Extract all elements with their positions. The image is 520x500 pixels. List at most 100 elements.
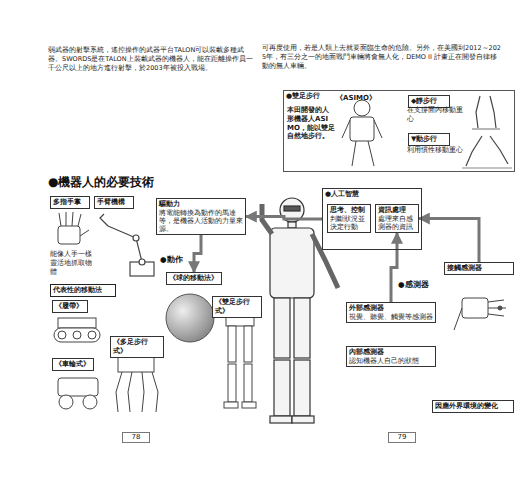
process-box: 思考、控制判斷狀況並決定行動 [327, 204, 371, 233]
node-heading: 內部感測器 [349, 348, 433, 357]
hand-drawing [58, 212, 89, 244]
finger [488, 300, 504, 302]
note-box: 因應外界環境的變化 [432, 400, 514, 413]
node-heading: 驅動力 [159, 200, 243, 209]
foot [242, 402, 256, 408]
robot-leg [294, 298, 310, 358]
robot-leg [294, 360, 310, 416]
robot-arm [374, 120, 382, 138]
crawler-drawing [54, 318, 100, 342]
node-heading: 《車輪式》 [55, 360, 91, 369]
node-heading: 本田開發的人形機器人ASIMO，能以雙足自然地步行。 [287, 106, 335, 141]
node-heading: 資訊處理 [378, 206, 416, 215]
flow-arrow [246, 217, 322, 219]
wrist [454, 308, 462, 330]
shin [244, 364, 252, 402]
method-box: 《多足步行式》 [110, 336, 164, 358]
walking-panel: ●雙足步行《ASIMO》本田開發的人形機器人ASIMO，能以雙足自然地步行。 ◆靜… [283, 90, 515, 172]
node-heading: ●雙足步行 [286, 92, 512, 101]
leg-line [152, 372, 158, 412]
leg-body [118, 356, 154, 372]
finger [72, 212, 73, 226]
method-box: 《雙足步行式》 [212, 296, 262, 318]
process-box: 驅動力將電能轉換為動作的馬達等，是機器人活動的力量來源。 [156, 198, 246, 235]
panel-heading: 《ASIMO》 [336, 94, 382, 103]
method-box: 《履帶》 [52, 300, 88, 313]
node-heading: 《球的移動法》 [169, 274, 219, 283]
contact-hand-drawing [454, 298, 506, 330]
vehicle-body [58, 378, 98, 396]
gripper [100, 214, 108, 226]
node-heading: ▼動步行 [411, 135, 447, 144]
robot-arm [262, 204, 272, 234]
flow-arrow [391, 233, 397, 302]
page-number: 79 [388, 432, 416, 443]
robot-neck [288, 222, 296, 228]
node-heading: 接觸感測器 [447, 264, 511, 273]
body-text: 弱武器的射擊系統，遙控操作的武器平台TALON可以裝載多種武器。SWORDS是在… [48, 46, 253, 72]
crawler-body [58, 318, 96, 328]
ground-line [462, 167, 512, 168]
biped-drawing [224, 312, 256, 408]
gait-box: ◆靜步行 [408, 95, 450, 108]
leg-line [490, 136, 508, 164]
section-label: ●動作 [160, 255, 186, 265]
body-text: 可再度使用，若是人類上去就要面臨生命的危險。另外，在美國到2012～2025年，… [262, 44, 502, 70]
process-box: 資訊處理處理來自感測器的資訊 [375, 204, 419, 233]
node-heading: ●人工智慧 [325, 190, 419, 199]
flow-arrow [194, 235, 201, 272]
thigh [244, 326, 252, 362]
sensor-box: 外部感測器視覺、聽覺、觸覺等感測器 [346, 302, 436, 323]
thumb [80, 230, 89, 236]
robot-torso [270, 228, 314, 298]
wheel [58, 331, 66, 339]
diagram-title: ●機器人的必要技術 [48, 174, 154, 191]
robot-foot [292, 416, 314, 423]
robot-leg [352, 141, 356, 166]
wheel-drawing [58, 378, 98, 409]
foot [224, 402, 238, 408]
multi-leg-drawing [116, 356, 158, 412]
arm-link [136, 238, 142, 262]
sensor-box: 接觸感測器 [444, 262, 514, 275]
leg-line [128, 372, 132, 412]
robot-torso [350, 117, 374, 141]
page-number: 78 [122, 432, 150, 443]
wheel [59, 395, 73, 409]
node-heading: 《雙足步行式》 [215, 298, 259, 316]
walking-legs [462, 96, 512, 168]
robot-leg [274, 298, 290, 358]
robot-visor [284, 206, 300, 211]
node-heading: 《多足步行式》 [113, 338, 161, 356]
leg-line [116, 372, 122, 412]
ball-drawing [166, 294, 214, 342]
robot-foot [270, 416, 292, 423]
crawler-track [54, 328, 100, 342]
node-body: 處理來自感測器的資訊 [378, 215, 416, 231]
sensor-dot [498, 306, 502, 310]
wheel [83, 395, 97, 409]
leg-line [466, 136, 482, 166]
node-body: 將電能轉換為動作的馬達等，是機器人活動的力量來源。 [159, 209, 243, 233]
note-text: 利用慣性移動重心 [407, 146, 465, 155]
node-body: 判斷狀況並決定行動 [330, 215, 368, 231]
note-text: 在支撐面內移動重心 [407, 106, 465, 124]
node-heading: 手臂機構 [97, 198, 131, 207]
leg-line [142, 372, 144, 412]
wheel [73, 331, 81, 339]
node-heading: 思考、控制 [330, 206, 368, 215]
method-box: 《球的移動法》 [166, 272, 222, 285]
thigh [228, 326, 236, 362]
description-text: 本田開發的人形機器人ASIMO，能以雙足自然地步行。 [287, 106, 335, 141]
ground-line [472, 128, 500, 129]
section-box: 代表性的移動法 [50, 284, 116, 297]
flow-arrow [419, 219, 479, 263]
node-heading: 《ASIMO》 [336, 94, 382, 103]
leg-line [476, 96, 480, 128]
arm-joint [133, 235, 139, 241]
finger [59, 213, 61, 226]
robot-leg [368, 141, 374, 166]
part-box: 多指手掌 [50, 196, 90, 209]
node-heading: 代表性的移動法 [53, 286, 113, 295]
arm-link [108, 226, 136, 238]
